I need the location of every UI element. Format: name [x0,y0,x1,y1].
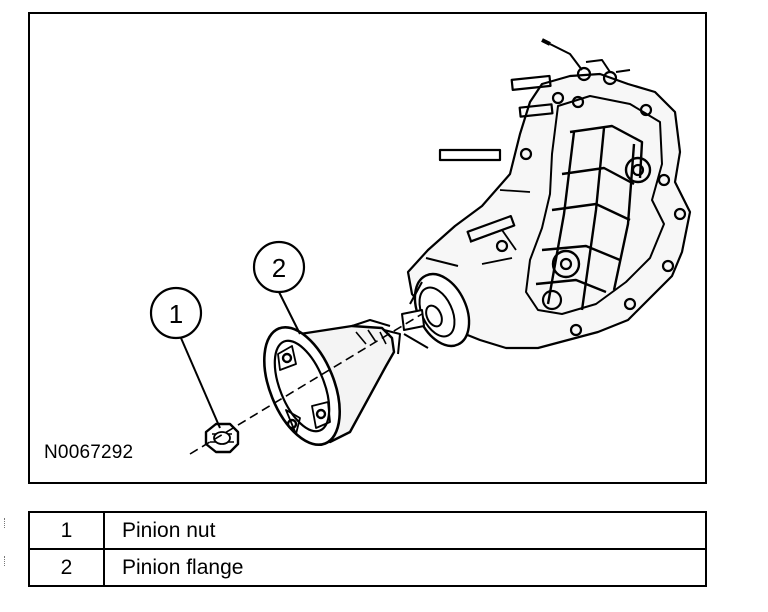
legend-row-description: Pinion flange [103,548,707,587]
legend-table: 1 Pinion nut 2 Pinion flange [28,511,707,587]
crop-mark [4,556,6,566]
callout-2-leader [277,289,301,335]
callout-2: 2 [252,240,306,294]
legend-row-description: Pinion nut [103,511,707,550]
callout-1-number: 1 [169,299,183,329]
assembly-axis-line [189,313,423,455]
pinion-nut-part [204,422,240,454]
legend-row-number: 2 [28,548,105,587]
callout-1: 1 [149,286,203,340]
figure-id-label: N0067292 [44,442,134,463]
legend-row: 1 Pinion nut [28,511,707,550]
crop-mark [4,518,6,528]
callout-1-leader [180,337,221,429]
legend-row-number: 1 [28,511,105,550]
exploded-view-figure: 1 2 N0067292 [28,12,707,484]
differential-housing [401,38,692,350]
legend-row: 2 Pinion flange [28,548,707,587]
callout-2-number: 2 [272,253,286,283]
pinion-flange-part [263,319,401,447]
axle-illustration: 1 2 [149,38,692,455]
